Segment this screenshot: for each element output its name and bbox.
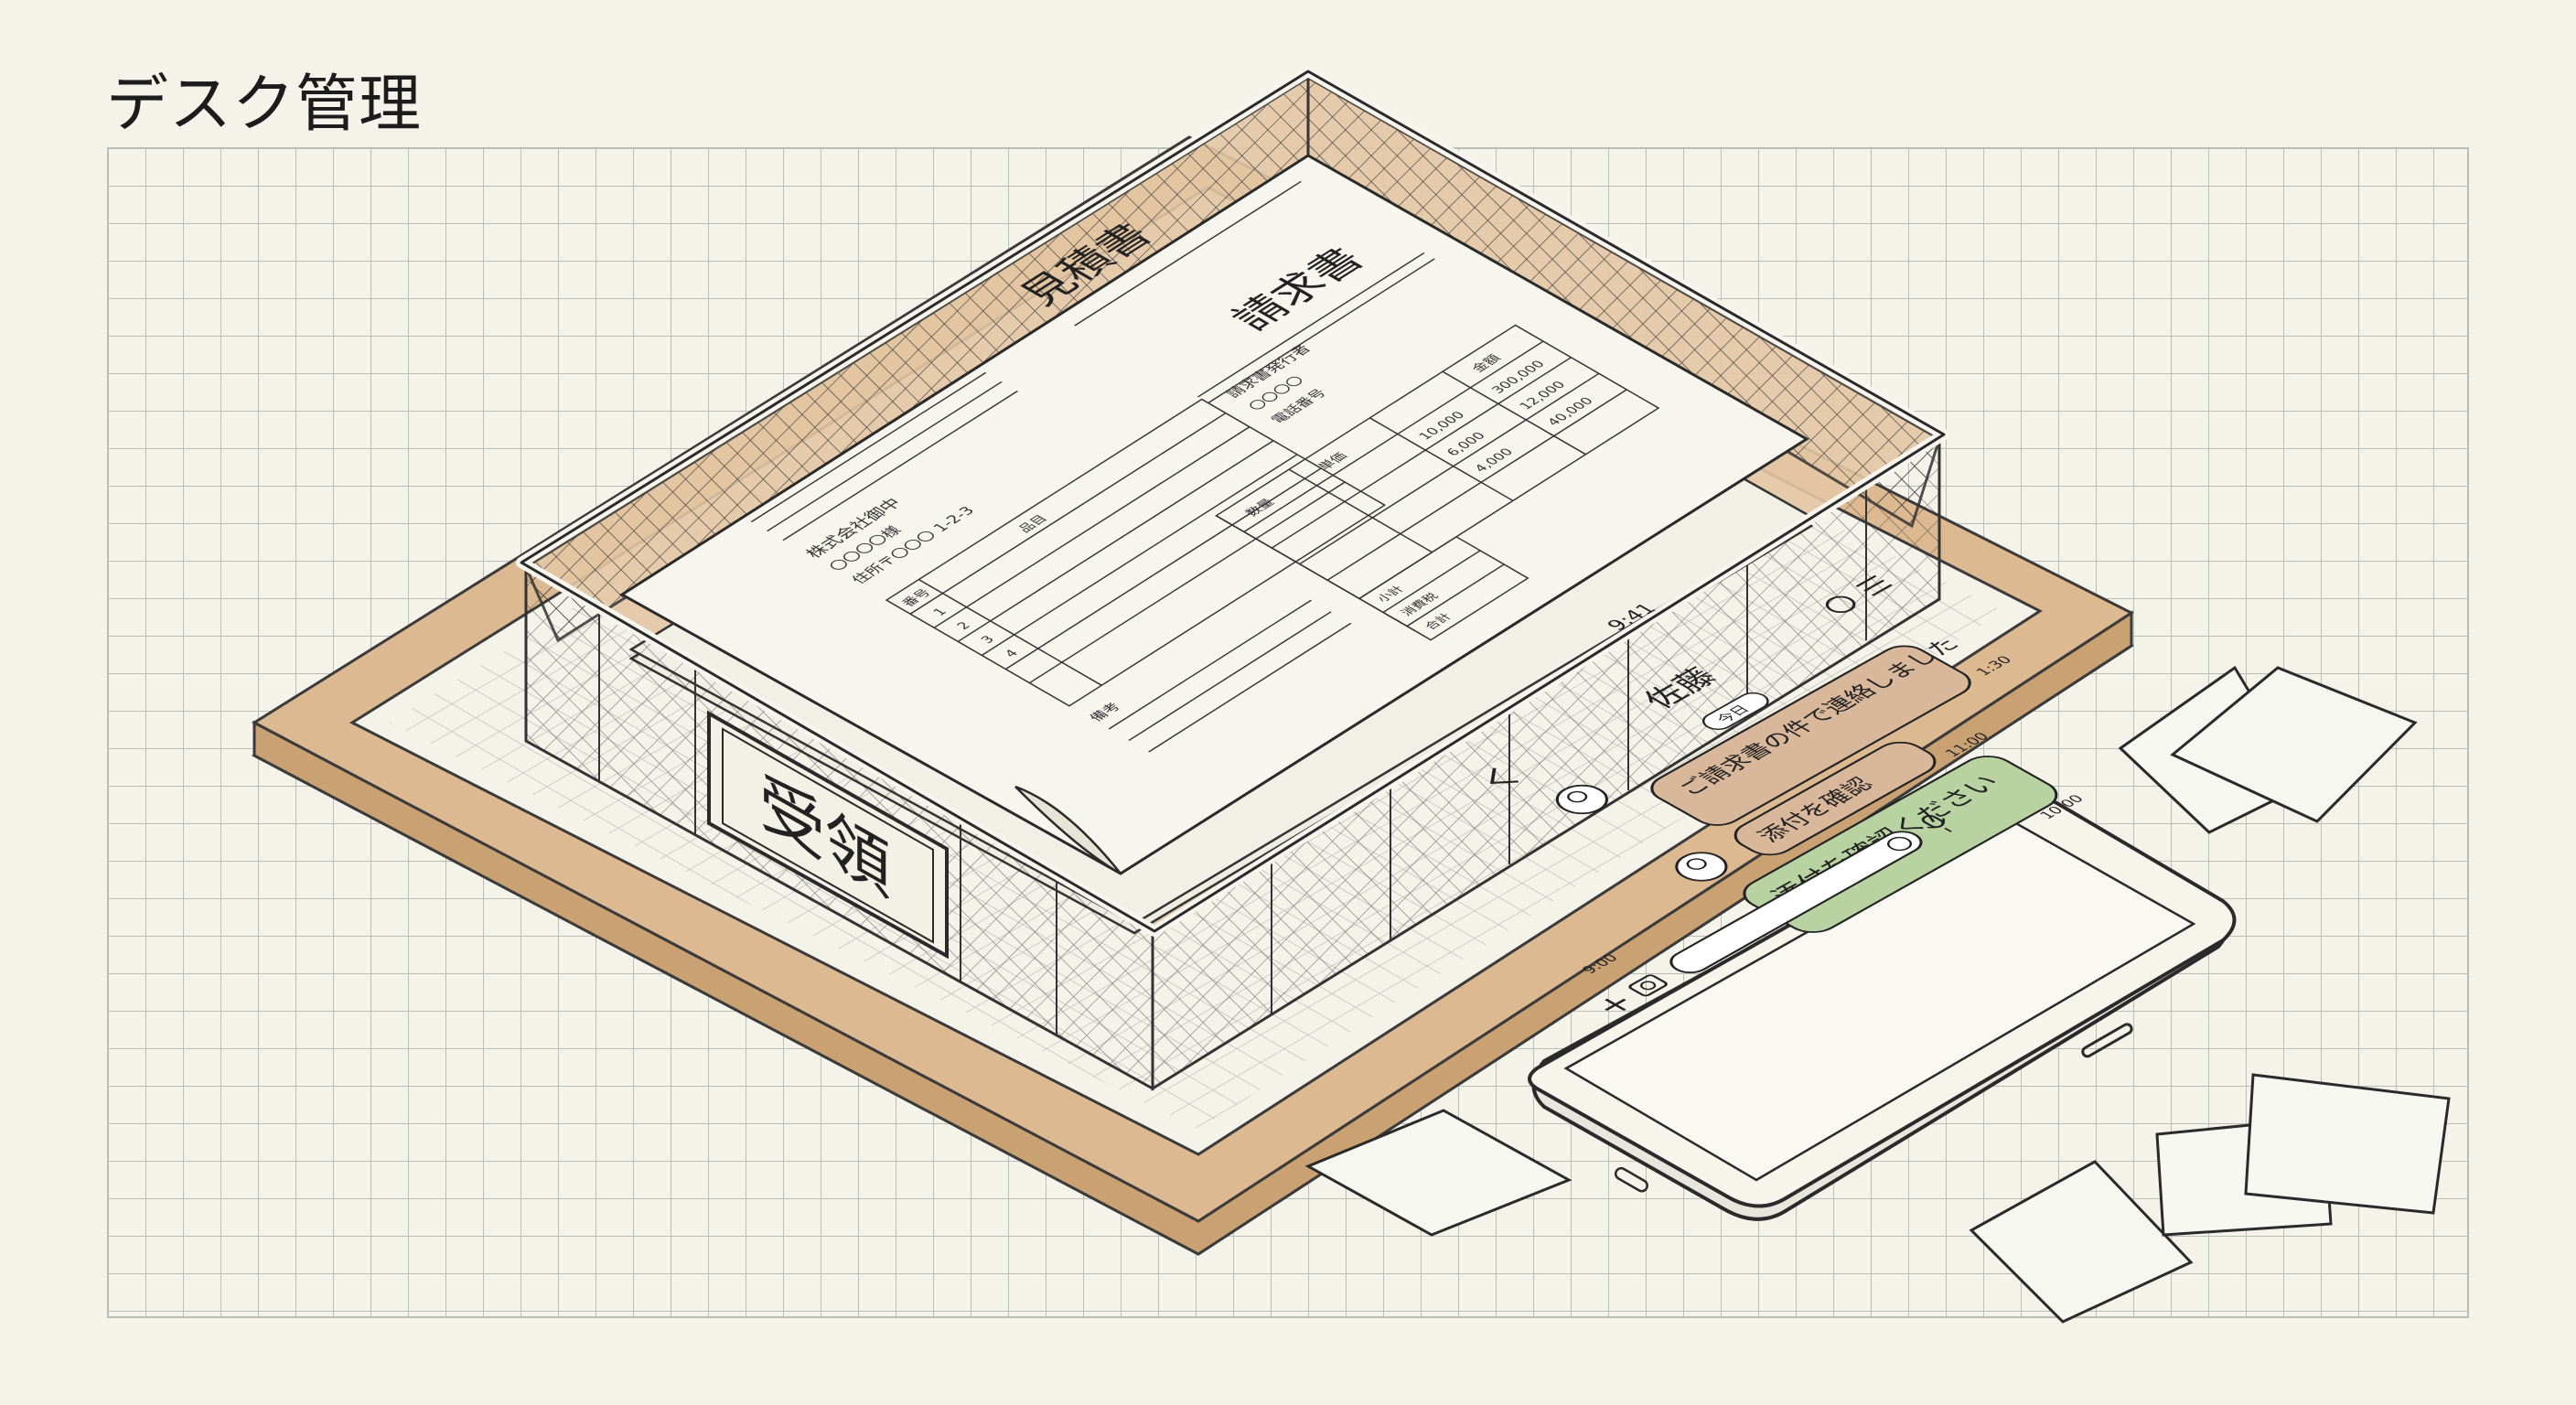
emoji-icon[interactable] [1884,835,1916,853]
add-icon[interactable] [1596,994,1635,1016]
smartphone: 9:41 佐藤 今日 [1480,574,2237,1221]
message-input[interactable] [1663,827,1929,977]
document-sheet: 見積書 請求書 株式会社御中 〇〇〇〇様 住所〒〇〇〇 1-2-3 請求書発行者… [619,154,1809,875]
sticky-note [2244,1073,2451,1215]
back-icon[interactable] [1480,767,1519,790]
avatar [1555,784,1609,815]
mic-icon[interactable] [1917,812,1959,836]
menu-icon[interactable] [1855,574,1893,596]
call-icon[interactable] [1821,594,1860,616]
camera-icon[interactable] [1628,974,1669,997]
sticky-note [1304,1109,1572,1237]
page-title: デスク管理 [106,69,423,141]
sticky-note [2170,666,2418,823]
avatar [1675,852,1728,882]
sticky-note [1969,1160,2194,1324]
charging-port [1614,1166,1648,1193]
